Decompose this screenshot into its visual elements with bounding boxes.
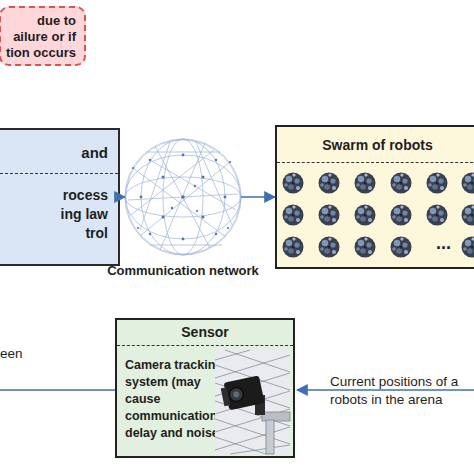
note-text: due to ailure or if tion occurs — [2, 13, 76, 61]
arrow-label: Current positions of a robots in the are… — [330, 373, 470, 409]
network-node: Communication network — [125, 139, 241, 255]
box-body: Camera tracking system (may cause commun… — [125, 357, 227, 442]
feedback-line — [0, 389, 115, 391]
network-dots — [132, 154, 231, 241]
note-box: due to ailure or if tion occurs — [0, 6, 86, 66]
box-heading: Swarm of robots — [277, 127, 474, 163]
connector-arrow — [120, 196, 125, 198]
network-globe — [125, 139, 241, 255]
controller-box: and rocess ing law trol — [0, 128, 120, 266]
box-body: rocess ing law trol — [46, 186, 108, 243]
ellipse-shape — [126, 140, 240, 254]
box-heading: Sensor — [117, 320, 293, 346]
camera-photo — [215, 350, 290, 454]
robot-grid — [283, 173, 474, 258]
box-heading: and — [0, 130, 118, 174]
sensor-box: SensorCamera tracking system (may cause … — [115, 318, 295, 458]
swarm-box: Swarm of robots — [275, 125, 474, 269]
connector-arrow — [241, 196, 275, 198]
ellipse-outline — [125, 139, 241, 255]
cropped-label: een — [0, 346, 23, 362]
network-label: Communication network — [93, 263, 273, 279]
position-arrow — [297, 389, 474, 391]
